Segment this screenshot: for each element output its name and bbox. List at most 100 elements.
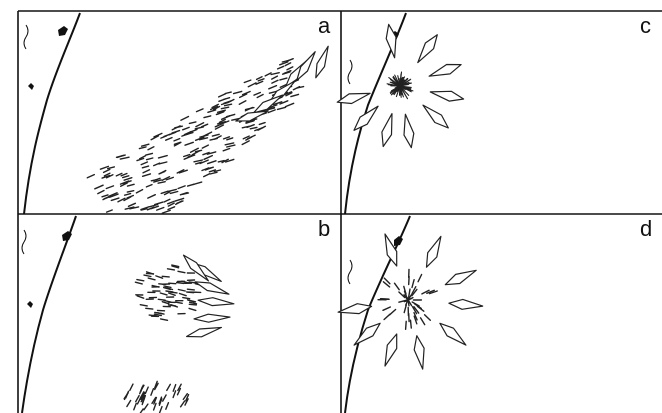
- band-dash: [159, 156, 168, 158]
- band-dash: [222, 116, 230, 120]
- panel-a-dash-band: [87, 59, 303, 213]
- panel-c-arrow: [429, 65, 461, 77]
- band-dash: [248, 83, 256, 87]
- band-dash: [95, 185, 103, 189]
- band-dash: [210, 172, 217, 174]
- cluster-dash: [135, 282, 142, 284]
- band-dash: [108, 167, 115, 169]
- scatter-dash: [411, 320, 412, 328]
- band-dash: [129, 203, 136, 206]
- island-a1: [58, 26, 68, 36]
- panel-d-dash-scatter: [378, 269, 437, 329]
- band-dash: [256, 81, 263, 84]
- band-dash: [197, 109, 204, 112]
- lower-cluster-dash: [134, 403, 137, 410]
- island-a2: [28, 83, 34, 90]
- band-dash: [120, 157, 129, 159]
- panel-c-arrow: [404, 114, 414, 147]
- panel-d-arrow: [414, 336, 424, 369]
- band-dash: [136, 190, 142, 193]
- band-dash: [286, 103, 294, 106]
- cluster-dash: [144, 275, 151, 276]
- panel-d-arrow: [385, 334, 397, 366]
- band-dash: [225, 104, 232, 106]
- cluster-dash: [178, 290, 185, 292]
- band-dash: [204, 156, 212, 160]
- band-dash: [225, 143, 234, 145]
- cluster-dash: [166, 291, 173, 292]
- cluster-dash: [187, 289, 194, 290]
- scatter-dash: [404, 305, 406, 313]
- coastlines: [22, 13, 410, 413]
- cluster-dash: [183, 298, 190, 299]
- scatter-dash: [417, 306, 423, 311]
- panel-d-arrow: [427, 236, 441, 267]
- band-dash: [222, 103, 228, 105]
- band-dash: [250, 127, 257, 128]
- scatter-dash: [418, 275, 422, 282]
- band-dash: [148, 147, 154, 150]
- panel-b-arrow: [187, 328, 222, 337]
- band-dash: [210, 138, 217, 140]
- band-dash: [158, 182, 165, 184]
- lower-cluster-dash: [173, 391, 176, 398]
- scatter-dash: [409, 289, 410, 297]
- band-dash: [212, 134, 219, 136]
- band-dash: [102, 195, 108, 197]
- band-dash: [170, 192, 177, 194]
- panel-c-arrow: [430, 91, 463, 101]
- panel-d-arrow: [354, 323, 380, 345]
- band-dash: [195, 127, 203, 129]
- band-dash: [285, 63, 290, 66]
- band-dash: [227, 145, 235, 147]
- band-dash: [183, 127, 189, 129]
- panel-b-arrows: [184, 255, 234, 337]
- band-dash: [87, 175, 94, 178]
- band-dash: [127, 191, 133, 192]
- band-dash: [221, 107, 228, 109]
- lower-cluster-dash: [145, 387, 148, 393]
- panel-d-arrow: [385, 234, 397, 266]
- band-dash: [106, 186, 113, 189]
- cluster-dash: [146, 308, 153, 309]
- shore-squiggle-a: [24, 25, 28, 49]
- cluster-dash: [189, 308, 196, 310]
- band-dash: [178, 186, 185, 189]
- band-dash: [188, 184, 195, 186]
- scatter-dash: [406, 321, 407, 329]
- band-dash: [146, 185, 152, 187]
- panel-b-arrow: [194, 314, 230, 322]
- band-dash: [143, 170, 149, 173]
- shore-squiggle-d: [348, 260, 352, 284]
- lower-cluster-dash: [139, 409, 143, 413]
- panel-d-arrow: [449, 299, 483, 309]
- panel-c-arrow: [386, 24, 396, 57]
- island-b2: [27, 301, 33, 308]
- lower-cluster-dash: [167, 384, 171, 390]
- band-dash: [272, 76, 278, 79]
- band-dash: [107, 210, 113, 212]
- scatter-dash: [383, 307, 390, 310]
- band-dash: [124, 178, 132, 181]
- cluster-dash: [175, 302, 182, 303]
- band-dash: [142, 166, 148, 168]
- cluster-dash: [149, 315, 156, 316]
- panel-a-arrow: [316, 46, 328, 78]
- band-dash: [162, 210, 170, 213]
- lower-cluster-dash: [160, 407, 163, 413]
- cluster-dash: [189, 300, 196, 302]
- band-dash: [181, 117, 189, 121]
- band-dash: [157, 208, 164, 211]
- scatter-dash: [412, 280, 414, 288]
- band-dash: [146, 153, 153, 155]
- cluster-dash: [177, 283, 184, 284]
- cluster-dash: [140, 305, 147, 306]
- cluster-dash: [137, 280, 144, 281]
- band-dash: [117, 155, 126, 157]
- band-dash: [278, 66, 284, 69]
- lower-cluster-dash: [130, 384, 133, 390]
- band-dash: [202, 145, 208, 148]
- band-dash: [204, 174, 210, 177]
- band-dash: [259, 123, 265, 125]
- band-dash: [185, 142, 193, 145]
